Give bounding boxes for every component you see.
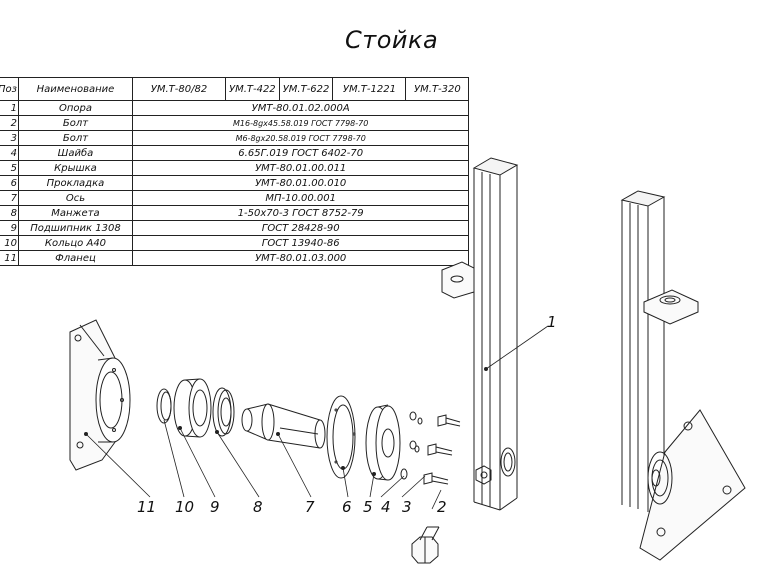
callout-9: 9 [210,498,220,516]
washers-part-4 [400,411,423,480]
callout-1: 1 [547,313,557,331]
callout-8: 8 [253,498,263,516]
lip-seal-part-8 [212,387,235,437]
gasket-part-6 [326,395,356,479]
callout-11: 11 [137,498,156,516]
callout-7: 7 [305,498,315,516]
row-name: Фланец [17,250,133,266]
bolts-part-3 [423,414,461,485]
leader-lines [85,325,549,510]
support-post [441,157,519,511]
callout-2: 2 [437,498,447,516]
support-post-assembled-view [620,190,746,561]
flange-part-11 [69,319,131,471]
retaining-ring-part-10 [156,388,172,424]
specification-table: Поз Наименование УМ.Т-80/82 УМ.Т-422 УМ.… [0,77,470,266]
axle-part-7 [241,403,326,449]
header-model-4: УМ.Т-1221 [332,77,407,101]
callout-4: 4 [381,498,391,516]
callout-5: 5 [363,498,373,516]
row-value: УМТ-80.01.03.000 [131,250,470,266]
header-model-1: УМ.Т-80/82 [131,77,226,101]
drawing-title: Стойка [345,26,439,54]
header-model-3: УМ.Т-622 [278,77,334,101]
header-name: Наименование [17,77,133,101]
bearing-part-9 [173,378,212,438]
callout-labels: 1 2 3 4 5 6 7 8 9 10 11 [137,313,557,516]
callout-3: 3 [402,498,412,516]
bolt-part-2 [411,526,440,564]
callout-6: 6 [342,498,352,516]
cover-part-5 [365,404,401,481]
table-header-row: Поз Наименование УМ.Т-80/82 УМ.Т-422 УМ.… [0,77,470,101]
callout-10: 10 [175,498,194,516]
